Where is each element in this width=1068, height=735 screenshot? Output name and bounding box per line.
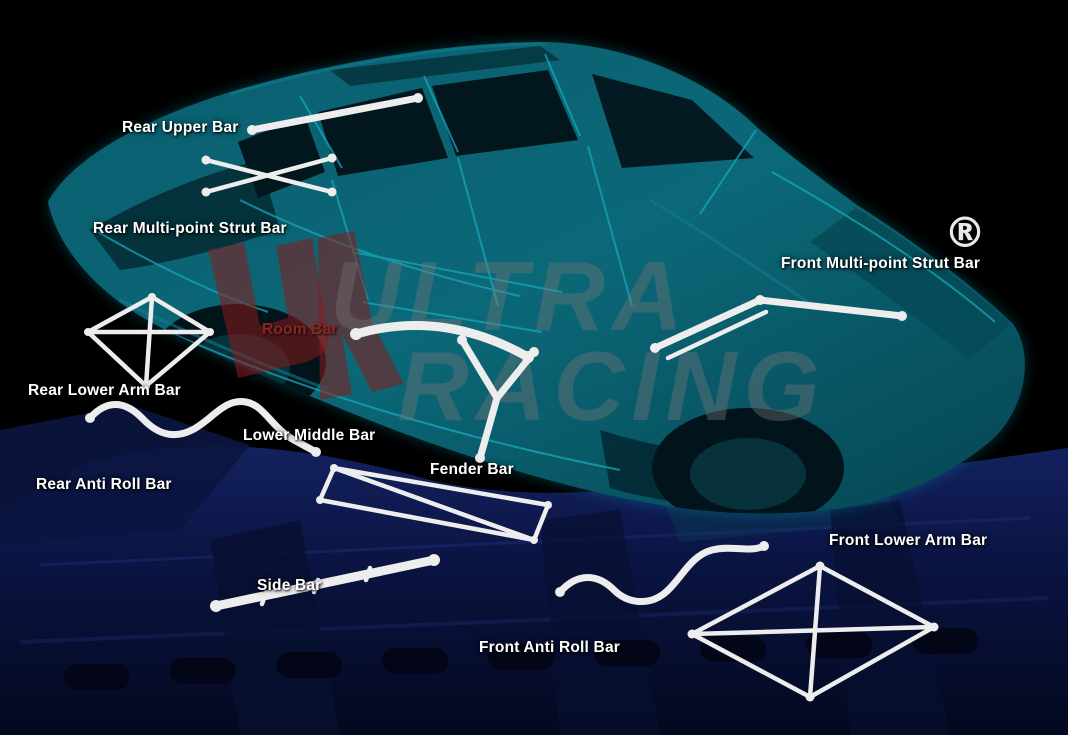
label-front-anti-roll-bar: Front Anti Roll Bar <box>479 639 620 656</box>
watermark-ur-logo <box>208 231 404 400</box>
body-skeleton-lines <box>97 53 1015 471</box>
fender-bar-graphic <box>457 335 539 463</box>
label-rear-multi-point-strut-bar: Rear Multi-point Strut Bar <box>93 220 287 237</box>
label-front-multi-point-strut-bar: Front Multi-point Strut Bar <box>781 255 981 272</box>
label-rear-lower-arm-bar: Rear Lower Arm Bar <box>28 382 181 399</box>
registered-trademark-icon: ® <box>944 208 986 257</box>
front-multi-point-strut-bar-graphic <box>650 295 907 361</box>
front-anti-roll-bar-graphic <box>555 541 769 605</box>
side-bar-graphic <box>210 554 440 612</box>
chassis-rail-holes <box>64 628 978 690</box>
label-side-bar: Side Bar <box>257 577 322 594</box>
car-body-shell-graphic <box>48 42 1025 514</box>
label-room-bar: Room Bar <box>262 321 338 338</box>
label-rear-anti-roll-bar: Rear Anti Roll Bar <box>36 476 172 493</box>
front-lower-arm-bar-graphic <box>687 561 939 702</box>
label-fender-bar: Fender Bar <box>430 461 514 478</box>
strut-bars <box>84 93 939 702</box>
rear-multi-point-strut-bar-graphic <box>201 153 337 197</box>
lower-middle-bar-graphic <box>316 464 552 544</box>
rear-anti-roll-bar-graphic <box>85 398 321 457</box>
watermark-brand-top: ULTRA <box>330 241 690 351</box>
label-rear-upper-bar: Rear Upper Bar <box>122 119 239 136</box>
chassis-base-graphic <box>0 405 1068 735</box>
label-lower-middle-bar: Lower Middle Bar <box>243 427 376 444</box>
label-front-lower-arm-bar: Front Lower Arm Bar <box>829 532 988 549</box>
rear-lower-arm-bar-graphic <box>84 293 214 390</box>
watermark-brand-bottom: RACING <box>398 331 827 441</box>
rear-upper-bar-graphic <box>247 93 423 135</box>
